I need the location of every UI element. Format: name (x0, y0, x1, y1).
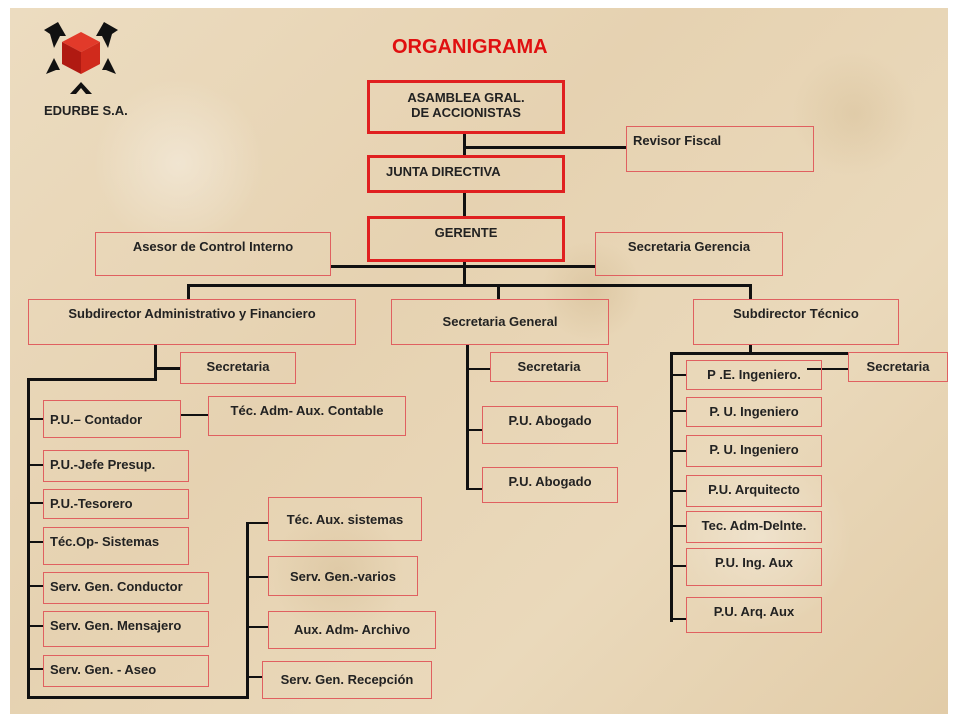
node-aux-contable: Téc. Adm- Aux. Contable (208, 396, 406, 436)
connector-line (246, 576, 268, 578)
node-conductor: Serv. Gen. Conductor (43, 572, 209, 604)
connector-line (670, 450, 686, 452)
node-abogado-1: P.U. Abogado (482, 406, 618, 444)
node-delinte: Tec. Adm-Delnte. (686, 511, 822, 543)
node-gen-varios: Serv. Gen.-varios (268, 556, 418, 596)
node-pe-ingeniero: P .E. Ingeniero. (686, 360, 822, 390)
node-pu-ingeniero-1: P. U. Ingeniero (686, 397, 822, 427)
node-admin-secretaria: Secretaria (180, 352, 296, 384)
node-asesor-control-interno: Asesor de Control Interno (95, 232, 331, 276)
connector-line (27, 464, 43, 466)
node-aseo: Serv. Gen. - Aseo (43, 655, 209, 687)
connector-line (187, 284, 752, 287)
connector-line (670, 490, 686, 492)
connector-line (27, 378, 157, 381)
connector-line (670, 374, 686, 376)
node-secretaria-gerencia: Secretaria Gerencia (595, 232, 783, 276)
connector-line (27, 502, 43, 504)
connector-line (246, 522, 249, 698)
node-sg-secretaria: Secretaria (490, 352, 608, 382)
node-tec-secretaria: Secretaria (848, 352, 948, 382)
connector-line (670, 410, 686, 412)
node-mensajero: Serv. Gen. Mensajero (43, 611, 209, 647)
connector-line (463, 132, 466, 156)
connector-line (670, 525, 686, 527)
connector-line (670, 352, 673, 622)
connector-line (27, 541, 43, 543)
node-pu-ingeniero-2: P. U. Ingeniero (686, 435, 822, 467)
company-name: EDURBE S.A. (44, 103, 128, 118)
node-aux-archivo: Aux. Adm- Archivo (268, 611, 436, 649)
node-secretaria-general: Secretaria General (391, 299, 609, 345)
connector-line (27, 418, 43, 420)
node-aux-sistemas: Téc. Aux. sistemas (268, 497, 422, 541)
connector-line (246, 522, 268, 524)
chart-title: ORGANIGRAMA (392, 36, 548, 58)
node-tec-op-sistemas: Téc.Op- Sistemas (43, 527, 189, 565)
connector-line (466, 368, 490, 370)
node-revisor-fiscal: Revisor Fiscal (626, 126, 814, 172)
connector-line (187, 284, 190, 300)
connector-line (466, 488, 482, 490)
connector-line (466, 429, 482, 431)
connector-line (246, 676, 262, 678)
node-ing-aux: P.U. Ing. Aux (686, 548, 822, 586)
node-junta-directiva: JUNTA DIRECTIVA (367, 155, 565, 193)
cube-with-arrows-icon (44, 22, 118, 94)
node-asamblea: ASAMBLEA GRAL. DE ACCIONISTAS (367, 80, 565, 134)
connector-line (749, 284, 752, 300)
connector-line (807, 368, 849, 370)
node-arq-aux: P.U. Arq. Aux (686, 597, 822, 633)
connector-line (27, 696, 249, 699)
node-abogado-2: P.U. Abogado (482, 467, 618, 503)
connector-line (27, 625, 43, 627)
node-contador: P.U.– Contador (43, 400, 181, 438)
connector-line (330, 265, 596, 268)
connector-line (670, 565, 686, 567)
connector-line (27, 378, 30, 698)
node-recepcion: Serv. Gen. Recepción (262, 661, 432, 699)
connector-line (463, 192, 466, 217)
connector-line (246, 626, 268, 628)
node-subdirector-administrativo: Subdirector Administrativo y Financiero (28, 299, 356, 345)
connector-line (497, 284, 500, 300)
node-jefe-presup: P.U.-Jefe Presup. (43, 450, 189, 482)
connector-line (670, 618, 686, 620)
connector-line (670, 352, 848, 355)
connector-line (463, 146, 627, 149)
connector-line (27, 668, 43, 670)
connector-line (154, 344, 157, 380)
connector-line (466, 344, 469, 490)
connector-line (180, 414, 208, 416)
connector-line (749, 344, 752, 354)
connector-line (463, 261, 466, 286)
node-subdirector-tecnico: Subdirector Técnico (693, 299, 899, 345)
node-gerente: GERENTE (367, 216, 565, 262)
org-chart-canvas (10, 8, 948, 714)
node-arquitecto: P.U. Arquitecto (686, 475, 822, 507)
connector-line (154, 367, 180, 370)
connector-line (27, 585, 43, 587)
node-tesorero: P.U.-Tesorero (43, 489, 189, 519)
